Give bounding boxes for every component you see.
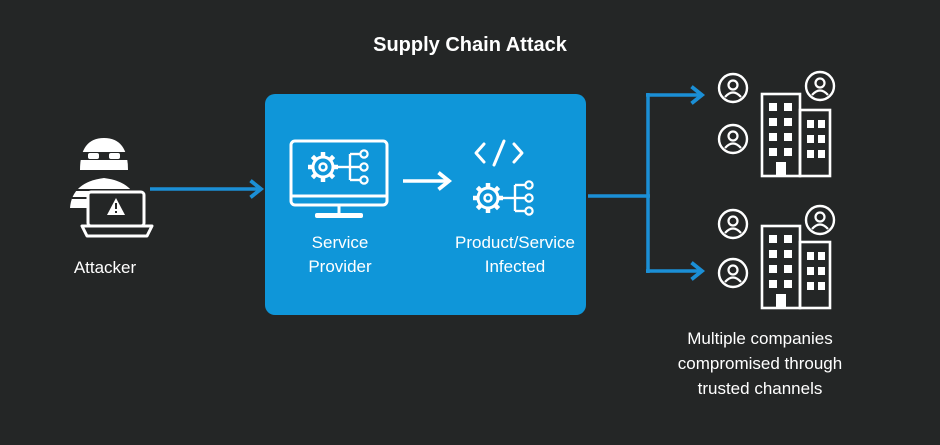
companies-label-line: compromised through: [677, 354, 843, 373]
companies-label-line: trusted channels: [697, 379, 823, 398]
product-infected-label: Product/Service Infected: [430, 231, 600, 279]
distribution-arrows: [588, 85, 706, 281]
service-provider-label-line: Service: [311, 233, 369, 252]
product-infected-label-line: Infected: [484, 257, 546, 276]
code-brackets-icon: [474, 139, 524, 167]
diagram-title: Supply Chain Attack: [373, 34, 567, 56]
companies-label: Multiple companies compromised through t…: [660, 326, 860, 401]
monitor-gear-network-icon: [289, 139, 389, 218]
gear-network-icon: [473, 180, 534, 216]
office-building-users-icon: [717, 204, 836, 310]
companies-label-line: Multiple companies: [687, 329, 833, 348]
service-provider-label: Service Provider: [290, 231, 390, 279]
attacker-label: Attacker: [73, 258, 137, 277]
service-provider-label-line: Provider: [308, 257, 372, 276]
office-building-users-icon: [717, 70, 836, 178]
hacker-laptop-icon: [70, 138, 154, 238]
product-infected-label-line: Product/Service: [455, 233, 575, 252]
